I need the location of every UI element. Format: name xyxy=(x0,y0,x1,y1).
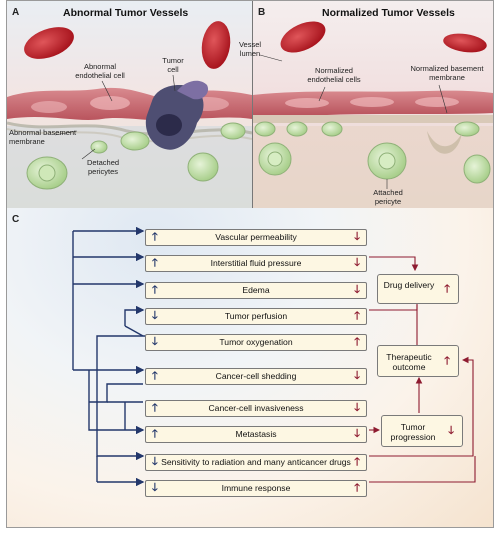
arrow-down-icon: 🡓 xyxy=(152,336,158,348)
outcome-tumor-progression: Tumor progression 🡓 xyxy=(381,415,463,447)
arrow-up-icon: 🡑 xyxy=(354,336,360,348)
arrow-down-icon: 🡓 xyxy=(448,425,454,437)
row-cancer-cell-shedding: 🡑 Cancer-cell shedding 🡓 xyxy=(145,368,367,385)
red-blood-cell xyxy=(280,21,326,53)
normalized-basement-membrane xyxy=(253,115,493,123)
row-immune-response: 🡓 Immune response 🡑 xyxy=(145,480,367,497)
row-sensitivity-to-radiation: 🡓 Sensitivity to radiation and many anti… xyxy=(145,454,367,471)
arrow-up-icon: 🡑 xyxy=(354,482,360,494)
panel-divider xyxy=(252,1,253,208)
figure-frame: A Abnormal Tumor Vessels B Normalized Tu… xyxy=(6,0,494,528)
row-label: Immune response xyxy=(221,483,291,493)
outcome-therapeutic-outcome: Therapeutic outcome 🡑 xyxy=(377,345,459,377)
label-attached-pericyte: Attached pericyte xyxy=(373,188,403,206)
panel-a-title: Abnormal Tumor Vessels xyxy=(63,7,189,19)
flow-connectors xyxy=(72,226,476,487)
arrow-up-icon: 🡑 xyxy=(354,456,360,468)
panel-a-letter: A xyxy=(12,7,20,18)
row-edema: 🡑 Edema 🡓 xyxy=(145,282,367,299)
arrow-up-icon: 🡑 xyxy=(354,310,360,322)
outcome-drug-delivery: Drug delivery 🡑 xyxy=(377,274,459,304)
arrow-down-icon: 🡓 xyxy=(354,402,360,414)
vessel-illustration xyxy=(6,1,493,208)
vessel-illustration-panels: A Abnormal Tumor Vessels B Normalized Tu… xyxy=(6,1,493,208)
arrow-up-icon: 🡑 xyxy=(444,283,450,295)
row-label: Tumor perfusion xyxy=(224,311,288,321)
red-blood-cell xyxy=(443,33,487,53)
panel-b-title: Normalized Tumor Vessels xyxy=(322,7,455,19)
label-abnormal-basement-membrane: Abnormal basement membrane xyxy=(9,128,77,146)
row-label: Cancer-cell shedding xyxy=(215,371,297,381)
arrow-down-icon: 🡓 xyxy=(152,456,158,468)
arrow-up-icon: 🡑 xyxy=(152,402,158,414)
red-blood-cell xyxy=(201,21,231,69)
row-interstitial-fluid-pressure: 🡑 Interstitial fluid pressure 🡓 xyxy=(145,255,367,272)
panel-c-letter: C xyxy=(12,214,20,225)
arrow-down-icon: 🡓 xyxy=(354,370,360,382)
row-label: Metastasis xyxy=(235,429,277,439)
row-tumor-perfusion: 🡓 Tumor perfusion 🡑 xyxy=(145,308,367,325)
row-cancer-cell-invasiveness: 🡑 Cancer-cell invasiveness 🡓 xyxy=(145,400,367,417)
label-abnormal-endothelial-cell: Abnormal endothelial cell xyxy=(75,62,125,80)
arrow-down-icon: 🡓 xyxy=(354,284,360,296)
arrow-up-icon: 🡑 xyxy=(444,355,450,367)
arrow-down-icon: 🡓 xyxy=(354,231,360,243)
label-tumor-cell: Tumor cell xyxy=(162,56,184,74)
arrow-down-icon: 🡓 xyxy=(354,428,360,440)
row-label: Cancer-cell invasiveness xyxy=(208,403,304,413)
row-metastasis: 🡑 Metastasis 🡓 xyxy=(145,426,367,443)
detached-pericyte xyxy=(187,152,219,182)
outcome-label: Tumor progression xyxy=(390,422,436,442)
row-label: Sensitivity to radiation and many antica… xyxy=(161,457,351,467)
arrow-down-icon: 🡓 xyxy=(354,257,360,269)
label-vessel-lumen: Vessel lumen xyxy=(238,40,262,58)
label-detached-pericytes: Detached pericytes xyxy=(86,158,120,176)
arrow-up-icon: 🡑 xyxy=(152,284,158,296)
label-normalized-endothelial-cells: Normalized endothelial cells xyxy=(307,66,361,84)
row-label: Tumor oxygenation xyxy=(219,337,293,347)
arrow-down-icon: 🡓 xyxy=(152,482,158,494)
panel-b-letter: B xyxy=(258,7,266,18)
row-label: Edema xyxy=(242,285,270,295)
outcome-label: Therapeutic outcome xyxy=(386,352,432,372)
outcome-label: Drug delivery xyxy=(383,280,435,290)
row-label: Vascular permeability xyxy=(215,232,297,242)
arrow-up-icon: 🡑 xyxy=(152,428,158,440)
row-vascular-permeability: 🡑 Vascular permeability 🡓 xyxy=(145,229,367,246)
arrow-up-icon: 🡑 xyxy=(152,231,158,243)
detached-pericyte xyxy=(120,131,150,151)
arrow-down-icon: 🡓 xyxy=(152,310,158,322)
panel-c-flowchart: C xyxy=(7,208,493,527)
row-label: Interstitial fluid pressure xyxy=(210,258,302,268)
red-blood-cell xyxy=(24,27,74,59)
row-tumor-oxygenation: 🡓 Tumor oxygenation 🡑 xyxy=(145,334,367,351)
arrow-up-icon: 🡑 xyxy=(152,257,158,269)
arrow-up-icon: 🡑 xyxy=(152,370,158,382)
label-normalized-basement-membrane: Normalized basement membrane xyxy=(410,64,484,82)
